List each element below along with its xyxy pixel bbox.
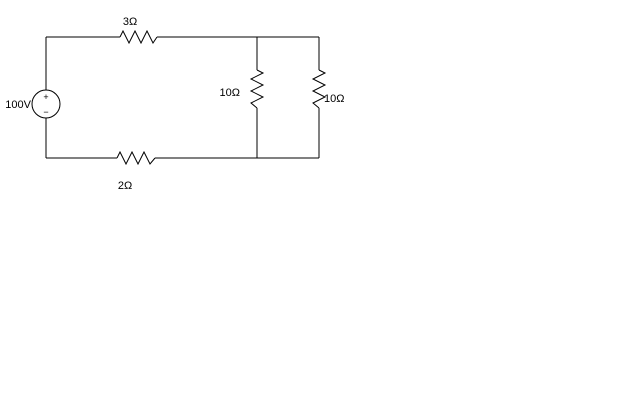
resistor-right-label: 10Ω [324,93,344,105]
resistor-bottom-label: 2Ω [118,180,132,192]
resistor-bottom-zigzag [116,150,156,166]
voltage-source-label: 100V [5,99,31,111]
voltage-source-plus: + [43,92,48,102]
resistor-top-zigzag [119,29,158,45]
resistor-top-label: 3Ω [123,16,137,28]
resistor-middle-zigzag [249,69,265,109]
resistor-middle-label: 10Ω [220,87,240,99]
voltage-source-circle [31,89,61,119]
resistor-right: 10Ω [311,69,344,109]
resistor-top: 3Ω [119,16,158,45]
wires [45,36,320,159]
voltage-source-minus: − [43,107,48,117]
voltage-source: + − 100V [5,89,61,119]
resistor-right-zigzag [311,69,327,109]
resistor-bottom: 2Ω [116,150,156,192]
resistor-middle: 10Ω [220,69,265,109]
